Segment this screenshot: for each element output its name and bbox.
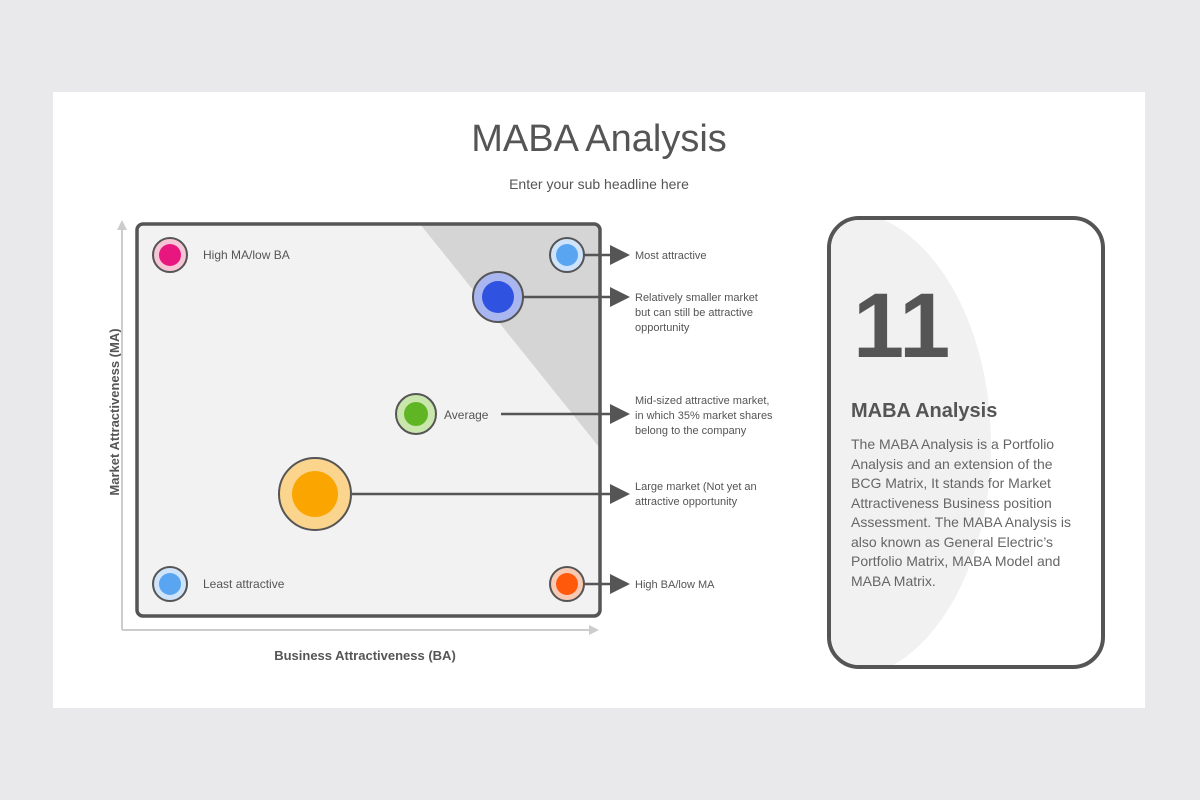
x-axis-label: Business Attractiveness (BA) <box>274 648 456 663</box>
bubble-high-ma-low-ba <box>152 237 188 273</box>
x-axis-arrow <box>589 625 599 635</box>
page-title: MABA Analysis <box>471 118 727 160</box>
page-subtitle: Enter your sub headline here <box>509 176 689 192</box>
label-high-ma-low-ba: High MA/low BA <box>203 248 290 262</box>
label-least-attractive: Least attractive <box>203 577 285 591</box>
desc-most-attractive: Most attractive <box>635 250 707 262</box>
bubble-smaller-market <box>472 271 524 323</box>
maba-matrix-diagram: High MA/low BA Average Least attractive … <box>117 220 776 635</box>
label-average: Average <box>444 408 489 422</box>
card-number: 11 <box>853 275 951 377</box>
bubble-least-attractive <box>152 566 188 602</box>
bubble-high-ba-low-ma <box>549 566 585 602</box>
matrix-background <box>137 224 600 616</box>
card-heading: MABA Analysis <box>851 400 998 422</box>
desc-average: Mid-sized attractive market, in which 35… <box>635 395 776 437</box>
y-axis-arrow <box>117 220 127 230</box>
desc-smaller-market: Relatively smaller market but can still … <box>635 292 761 334</box>
bubble-most-attractive <box>549 237 585 273</box>
slide: MABA Analysis Enter your sub headline he… <box>53 92 1145 708</box>
attractive-zone <box>420 224 599 447</box>
desc-high-ba-low-ma: High BA/low MA <box>635 579 715 591</box>
desc-large-market: Large market (Not yet an attractive oppo… <box>635 481 760 508</box>
card-body: The MABA Analysis is a Portfolio Analysi… <box>851 436 1071 589</box>
bubble-average <box>395 393 437 435</box>
info-card: 11 MABA Analysis The MABA Analysis is a … <box>827 216 1105 669</box>
bubble-large-market <box>278 457 352 531</box>
matrix-frame <box>135 222 602 618</box>
